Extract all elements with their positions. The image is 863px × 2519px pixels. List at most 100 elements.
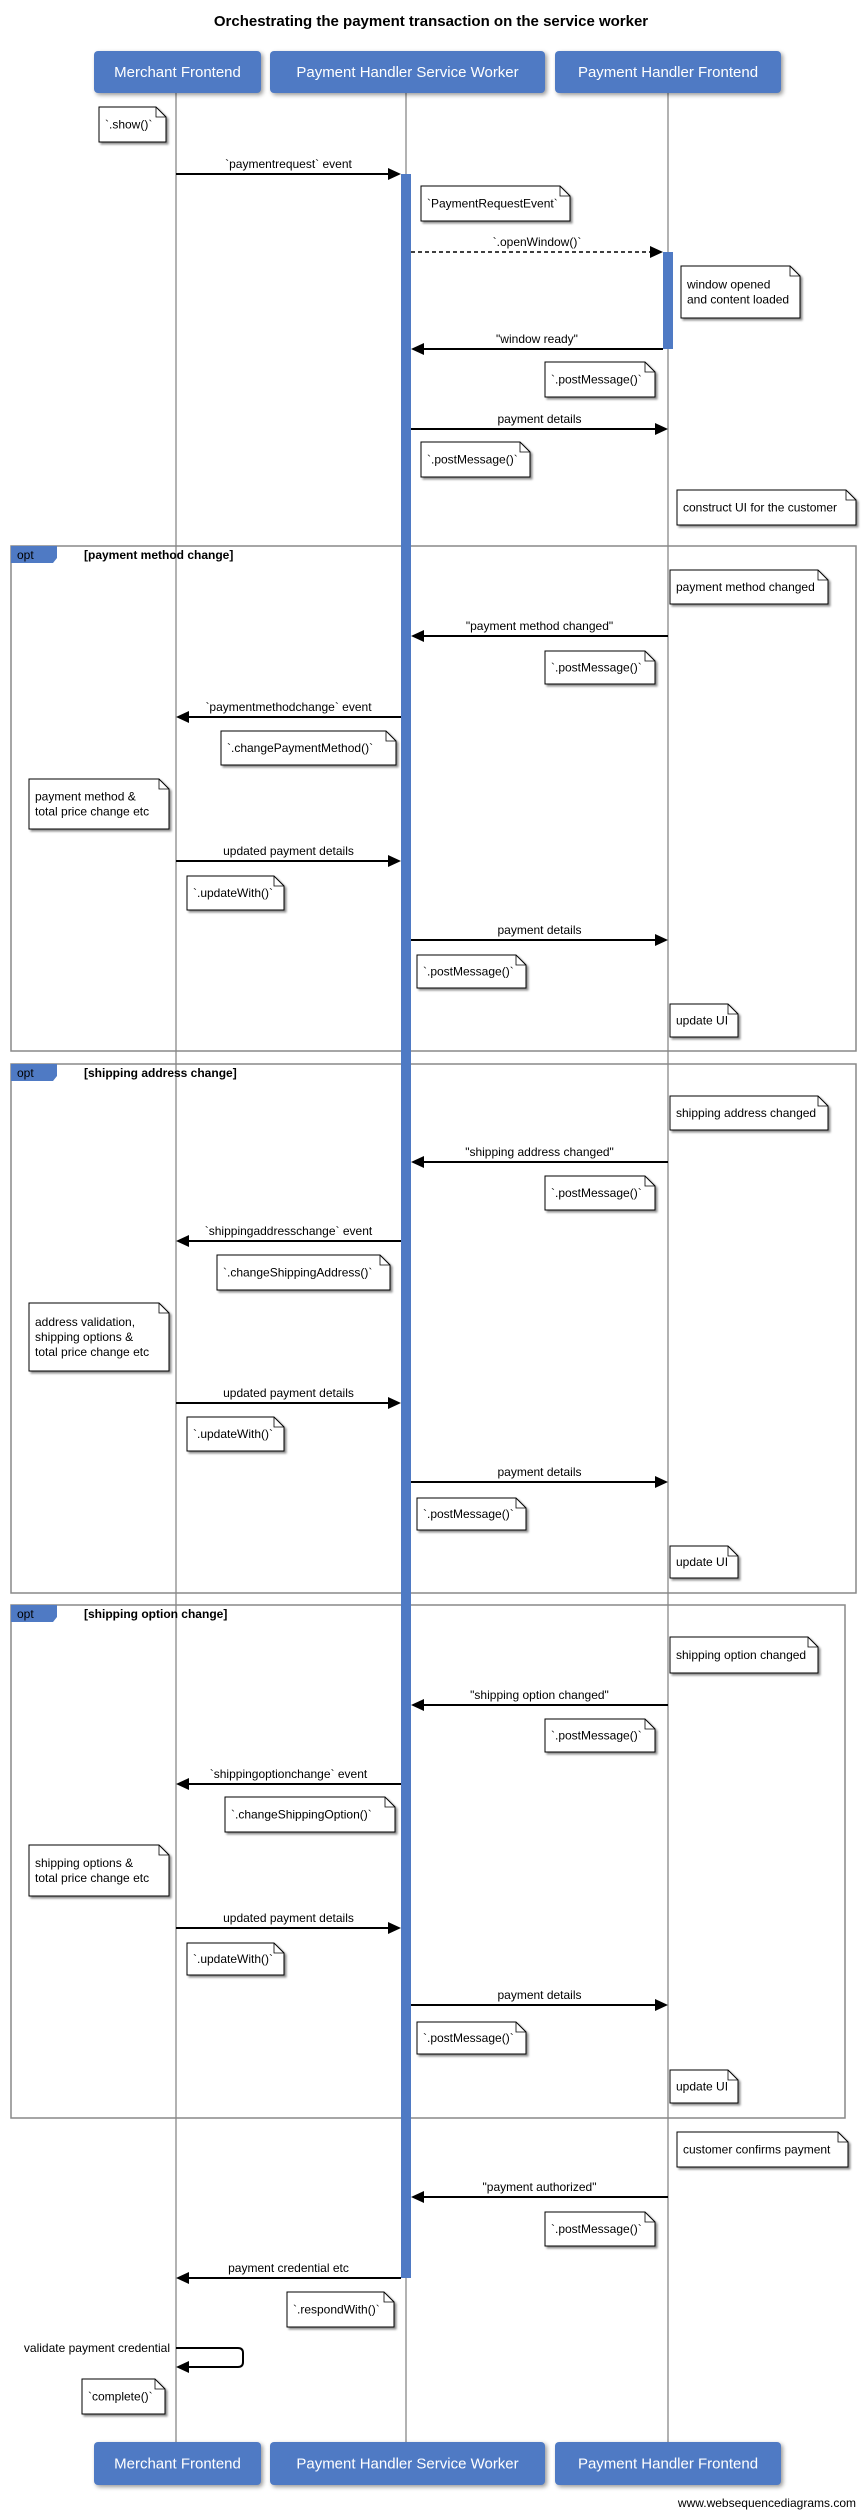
frame-condition: [shipping address change]	[84, 1066, 237, 1080]
note: update UI	[669, 1545, 739, 1579]
arrowhead-icon	[655, 1476, 668, 1488]
participant-bottom-2: Payment Handler Frontend	[555, 2442, 781, 2485]
participant-box	[270, 2442, 545, 2485]
opt-frame: opt[shipping option change]	[10, 1604, 846, 2119]
note: `.postMessage()`	[544, 361, 656, 398]
note-box	[224, 1796, 396, 1833]
note-dog-ear-icon	[515, 1498, 526, 1509]
note: `.postMessage()`	[544, 2211, 656, 2247]
note-dog-ear-icon	[519, 442, 530, 453]
message-label: `paymentrequest` event	[225, 157, 352, 171]
note-text: payment method &	[35, 790, 136, 804]
note: `.changeShippingOption()`	[224, 1796, 396, 1833]
participant-top-1: Payment Handler Service Worker	[270, 51, 545, 93]
note-box	[669, 569, 829, 605]
arrowhead-icon	[388, 1922, 401, 1934]
note-text: total price change etc	[35, 805, 149, 819]
message-arrow: "shipping address changed"	[411, 1145, 668, 1168]
note-box	[680, 265, 801, 319]
note-text: total price change etc	[35, 1345, 149, 1359]
note-dog-ear-icon	[727, 1004, 738, 1015]
frame-condition: [shipping option change]	[84, 1607, 227, 1621]
note-dog-ear-icon	[644, 362, 655, 373]
message-arrow: payment details	[411, 412, 668, 435]
participant-box	[555, 2442, 781, 2485]
note-box	[186, 875, 285, 911]
note: shipping address changed	[669, 1095, 829, 1131]
note: customer confirms payment	[676, 2131, 849, 2168]
note: `.updateWith()`	[186, 1416, 285, 1452]
note-box	[286, 2291, 395, 2328]
note-dog-ear-icon	[158, 1303, 169, 1314]
note-dog-ear-icon	[559, 186, 570, 197]
message-label: payment details	[497, 412, 581, 426]
note-text: total price change etc	[35, 1871, 149, 1885]
participant-label: Payment Handler Service Worker	[296, 2456, 518, 2473]
arrowhead-icon	[176, 2272, 189, 2284]
participant-bottom-1: Payment Handler Service Worker	[270, 2442, 545, 2485]
arrowhead-icon	[655, 423, 668, 435]
note-dog-ear-icon	[807, 1637, 818, 1648]
note-text: `.updateWith()`	[193, 886, 273, 900]
note: `.changePaymentMethod()`	[220, 730, 397, 766]
note-dog-ear-icon	[155, 107, 166, 118]
message-arrow: `.openWindow()`	[411, 235, 663, 258]
participant-label: Payment Handler Frontend	[578, 64, 758, 81]
message-label: `shippingaddresschange` event	[205, 1224, 373, 1238]
message-label: "payment method changed"	[466, 619, 613, 633]
message-arrow: `paymentmethodchange` event	[176, 700, 401, 723]
participant-box	[270, 51, 545, 93]
note: address validation,shipping options &tot…	[28, 1302, 170, 1372]
note-dog-ear-icon	[379, 1255, 390, 1266]
note-text: update UI	[676, 2080, 728, 2094]
arrowhead-icon	[411, 2191, 424, 2203]
note-dog-ear-icon	[727, 2070, 738, 2081]
message-label: "payment authorized"	[483, 2180, 597, 2194]
note-box	[544, 2211, 656, 2247]
note-dog-ear-icon	[644, 2212, 655, 2223]
arrowhead-icon	[655, 1999, 668, 2011]
frame-condition: [payment method change]	[84, 548, 233, 562]
note-text: `.postMessage()`	[551, 1186, 642, 1200]
note-text: update UI	[676, 1555, 728, 1569]
arrowhead-icon	[176, 2361, 189, 2373]
note-text: `.postMessage()`	[551, 661, 642, 675]
arrowhead-icon	[655, 934, 668, 946]
message-label: `shippingoptionchange` event	[210, 1767, 368, 1781]
note-dog-ear-icon	[817, 1096, 828, 1107]
opt-frame: opt[payment method change]	[10, 545, 857, 1052]
message-label: `.openWindow()`	[493, 235, 582, 249]
note-box	[544, 361, 656, 398]
note: construct UI for the customer	[676, 489, 857, 526]
note-box	[420, 185, 571, 222]
note-text: `PaymentRequestEvent`	[427, 197, 558, 211]
note: `.postMessage()`	[416, 1497, 527, 1531]
activation-bar-handler-frontend	[663, 252, 673, 349]
note: update UI	[669, 2069, 739, 2104]
note-text: `.postMessage()`	[423, 965, 514, 979]
note-text: shipping options &	[35, 1856, 133, 1870]
note-box	[416, 954, 527, 989]
participant-label: Payment Handler Service Worker	[296, 64, 518, 81]
note-box	[186, 1416, 285, 1452]
message-arrow: payment credential etc	[176, 2261, 401, 2284]
note-text: `.postMessage()`	[551, 1729, 642, 1743]
note: `.postMessage()`	[420, 441, 531, 478]
note-dog-ear-icon	[383, 2292, 394, 2303]
note: `.postMessage()`	[544, 1718, 656, 1753]
message-label: payment details	[497, 1988, 581, 2002]
activation-bar-service-worker	[401, 174, 411, 2278]
arrowhead-icon	[388, 168, 401, 180]
message-arrow: "payment authorized"	[411, 2180, 668, 2203]
note: `.postMessage()`	[544, 1175, 656, 1211]
note: `.postMessage()`	[544, 650, 656, 685]
frame-border	[10, 1604, 846, 2119]
participant-top-2: Payment Handler Frontend	[555, 51, 781, 93]
arrow-line	[176, 2347, 244, 2368]
message-label: payment details	[497, 1465, 581, 1479]
message-label: updated payment details	[223, 1386, 354, 1400]
message-arrow: payment details	[411, 923, 668, 946]
message-arrow: `shippingoptionchange` event	[176, 1767, 401, 1790]
frame-border	[10, 1063, 857, 1594]
